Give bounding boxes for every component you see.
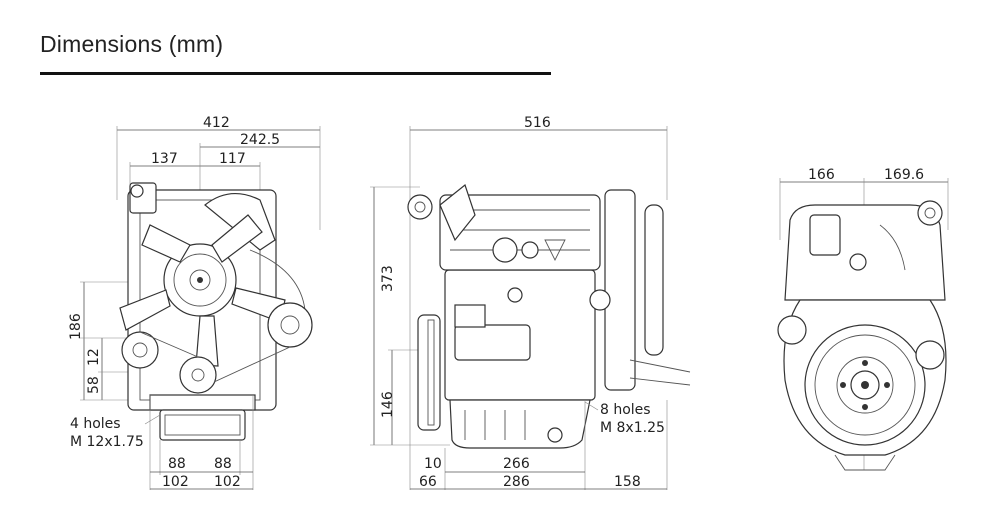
dim-front-102-right: 102 [214,474,241,490]
side-holes-thread: M 8x1.25 [600,420,665,436]
dim-front-88-left: 88 [168,456,186,472]
dim-front-412: 412 [203,115,230,131]
dim-front-12: 12 [86,348,102,366]
dim-side-66: 66 [419,474,437,490]
dim-front-117: 117 [219,151,246,167]
dim-front-242-5: 242.5 [240,132,280,148]
dim-front-102-left: 102 [162,474,189,490]
dim-side-516: 516 [524,115,551,131]
front-holes-count: 4 holes [70,416,121,432]
dim-side-158: 158 [614,474,641,490]
dim-front-58: 58 [86,376,102,394]
dim-front-137: 137 [151,151,178,167]
front-holes-thread: M 12x1.75 [70,434,144,450]
side-holes-count: 8 holes [600,402,651,418]
dim-side-373: 373 [380,265,396,292]
header: Dimensions (mm) [40,30,551,75]
dim-rear-166: 166 [808,167,835,183]
dim-front-88-right: 88 [214,456,232,472]
title-underline [40,72,551,75]
dim-side-266: 266 [503,456,530,472]
dim-side-146: 146 [380,391,396,418]
page-title: Dimensions (mm) [40,31,224,57]
dim-side-10: 10 [424,456,442,472]
dim-front-186: 186 [68,313,84,340]
dim-rear-169-6: 169.6 [884,167,924,183]
rear-view: 166 169.6 [777,167,949,471]
dim-side-286: 286 [503,474,530,490]
front-view: 412 242.5 137 117 186 12 58 [68,115,321,490]
side-view: 516 373 146 [370,115,691,490]
